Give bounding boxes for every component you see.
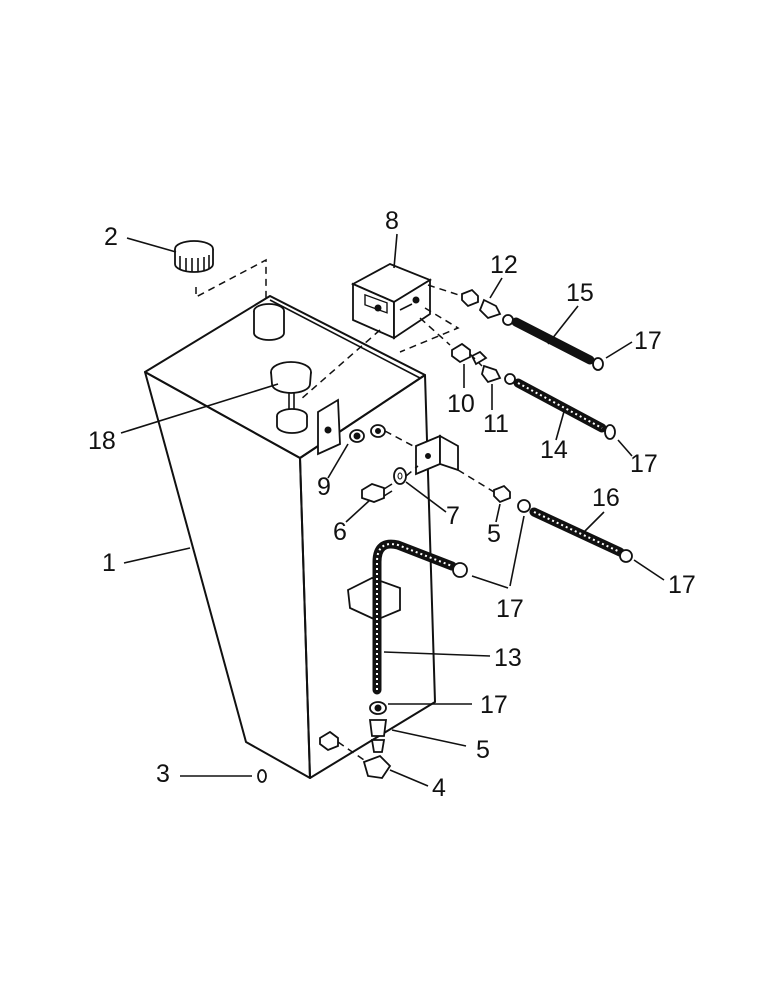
tank-outlet-fitting: [319, 730, 339, 752]
callout-8: 8: [385, 207, 399, 235]
leader-lines: [120, 233, 665, 787]
suction-hose-assembly: [347, 539, 468, 779]
callout-17-e: 17: [480, 691, 508, 719]
callout-numbers: 2 18 1 3 8 12 15 17 10 11 14 17 9 7 6 5 …: [88, 207, 696, 802]
bottom-fittings: [257, 730, 365, 783]
fitting-12-nut: [461, 288, 479, 308]
callout-13: 13: [494, 644, 522, 672]
tank-body: [144, 295, 436, 779]
callout-3: 3: [156, 760, 170, 788]
callout-7: 7: [446, 502, 460, 530]
callout-6: 6: [333, 518, 347, 546]
callout-14: 14: [540, 436, 568, 464]
callout-9: 9: [317, 473, 331, 501]
fitting-10: [451, 342, 471, 364]
filler-cap: [174, 240, 214, 273]
drain-plug: [257, 769, 267, 783]
callout-5-a: 5: [487, 520, 501, 548]
tank-top-rim: [269, 299, 421, 379]
callout-10: 10: [447, 390, 475, 418]
filter-block: [299, 263, 463, 401]
filler-neck-body: [253, 311, 285, 341]
callout-1: 1: [102, 549, 116, 577]
mount-bracket: [415, 434, 459, 476]
callout-2: 2: [104, 223, 118, 251]
callout-16: 16: [592, 484, 620, 512]
fittings-upper: [451, 288, 531, 513]
tank-right-face: [299, 374, 436, 779]
elbow-fitting-4: [362, 754, 392, 779]
fitting-5-upper: [493, 484, 511, 504]
callout-12: 12: [490, 251, 518, 279]
callout-5-b: 5: [476, 736, 490, 764]
breather-assembly: [270, 361, 312, 434]
callout-4: 4: [432, 774, 446, 802]
callout-17-a: 17: [634, 327, 662, 355]
filler-neck: [195, 258, 285, 341]
hoses: [511, 317, 633, 563]
callout-17-c: 17: [668, 571, 696, 599]
callout-11: 11: [483, 410, 509, 438]
bolt-and-washer: [361, 465, 419, 503]
cap-to-neck-dash: [195, 258, 267, 299]
fitting-5-lower: [368, 719, 388, 737]
fitting-12: [478, 298, 502, 320]
hose-13: [372, 539, 457, 695]
tank-mount-bracket: [317, 398, 341, 456]
hose-15: [511, 317, 595, 365]
bolt-head: [361, 483, 385, 503]
callout-18: 18: [88, 427, 116, 455]
callout-17-b: 17: [630, 450, 658, 478]
callout-17-d: 17: [496, 595, 524, 623]
callout-15: 15: [566, 279, 594, 307]
fitting-11: [481, 364, 502, 384]
